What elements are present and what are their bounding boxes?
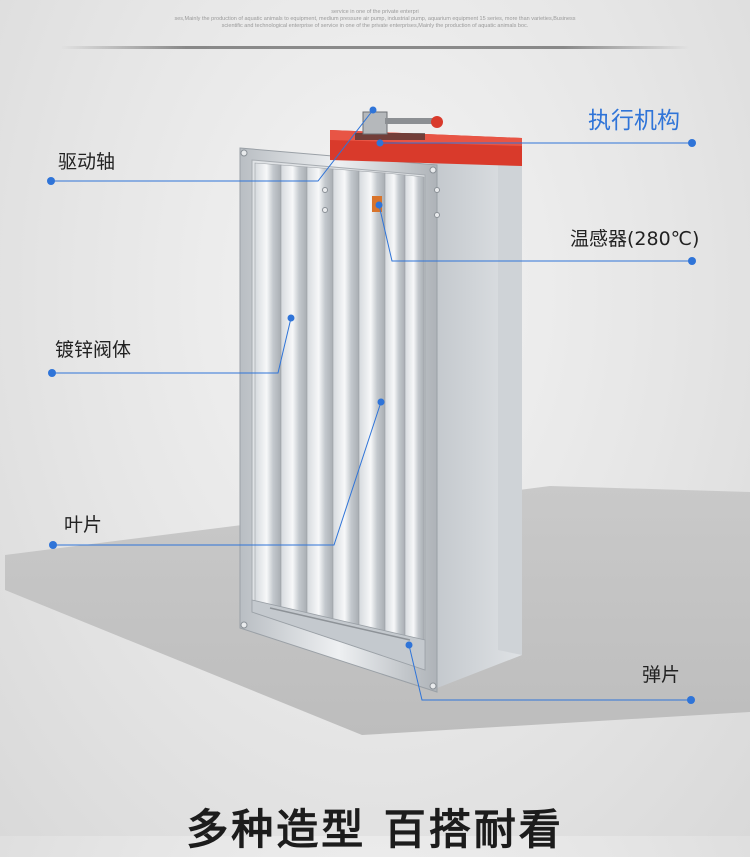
leader-blade	[53, 401, 382, 546]
leader-temp-sensor	[378, 204, 692, 262]
damper-blades	[254, 162, 425, 656]
header-divider	[60, 46, 690, 49]
label-actuator: 执行机构	[588, 108, 680, 134]
dot-actuator-source	[376, 139, 384, 147]
dot-drive-shaft-source	[369, 106, 377, 114]
leader-drive-shaft	[51, 109, 374, 182]
dot-actuator-end	[688, 139, 696, 147]
label-temp-sensor: 温感器(280℃)	[570, 228, 700, 250]
product-illustration	[5, 106, 750, 735]
label-drive-shaft: 驱动轴	[58, 151, 116, 173]
dot-blade-source	[377, 398, 385, 406]
dot-temp-sensor-source	[375, 201, 383, 209]
bottom-title: 多种造型 百搭耐看	[186, 805, 564, 854]
dot-galvanized-body-source	[287, 314, 295, 322]
dot-temp-sensor-end	[688, 257, 696, 265]
dot-galvanized-body-end	[48, 369, 56, 377]
label-blade: 叶片	[64, 514, 103, 536]
header-line-1: service in one of the private enterpri	[331, 9, 419, 15]
leader-galvanized-body	[52, 317, 292, 374]
dot-spring-plate-source	[405, 641, 413, 649]
dot-drive-shaft-end	[47, 177, 55, 185]
header-line-3: scientific and technological enterprise …	[221, 23, 529, 29]
dot-spring-plate-end	[687, 696, 695, 704]
damper-side-face	[420, 150, 522, 690]
dot-blade-end	[49, 541, 57, 549]
label-galvanized-body: 镀锌阀体	[55, 339, 132, 361]
leader-spring-plate	[408, 644, 691, 701]
header-line-2: ses,Mainly the production of aquatic ani…	[174, 16, 576, 22]
label-spring-plate: 弹片	[642, 664, 681, 686]
